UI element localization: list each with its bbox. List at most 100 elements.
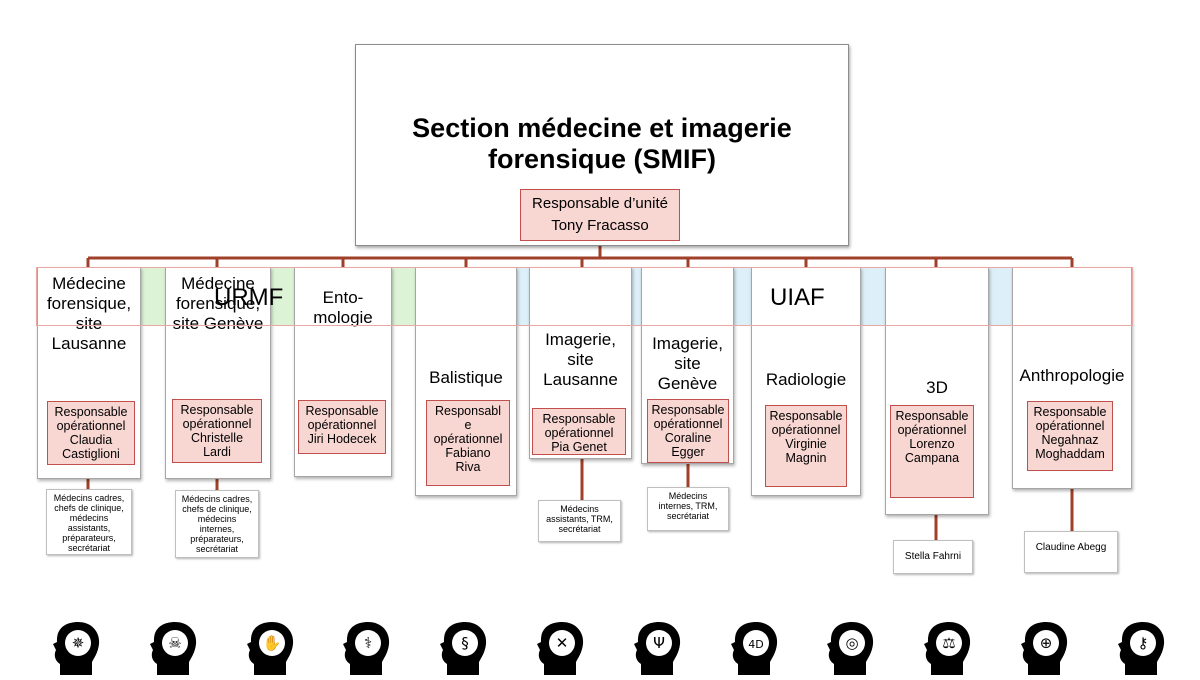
responsable-line: Negahnaz bbox=[1041, 433, 1099, 447]
responsable-line: Virginie bbox=[785, 437, 827, 451]
staff-line: secrétariat bbox=[67, 543, 111, 553]
responsable-line: Fabiano bbox=[445, 446, 491, 460]
unit-name-line: forensique, bbox=[46, 294, 132, 313]
svg-text:⚷: ⚷ bbox=[1137, 634, 1148, 652]
unit-name-line: Imagerie, bbox=[652, 334, 723, 353]
unit-name: Anthropologie bbox=[1013, 366, 1131, 386]
unit-name-line: 3D bbox=[926, 378, 948, 397]
responsable-line: Pia Genet bbox=[551, 440, 607, 454]
skull-head-icon: ☠ bbox=[149, 620, 199, 675]
staff-line: assistants, TRM, bbox=[546, 514, 613, 524]
responsable-line: Lardi bbox=[203, 445, 231, 459]
responsable-line: Moghaddam bbox=[1035, 447, 1105, 461]
responsable-line: Responsable bbox=[651, 403, 725, 417]
unit-name-line: Radiologie bbox=[765, 370, 847, 389]
responsable-line: Responsable bbox=[895, 409, 969, 423]
root-title-line-1: Section médecine et imagerie bbox=[412, 113, 792, 143]
svg-text:§: § bbox=[461, 634, 469, 652]
responsable-line: Responsable bbox=[180, 403, 254, 417]
svg-text:Ψ: Ψ bbox=[653, 634, 665, 652]
caduceus-head-icon: ⚕ bbox=[342, 620, 392, 675]
unit-name-line: Genève bbox=[657, 374, 718, 393]
staff-line: internes, bbox=[199, 524, 235, 534]
unit-name-line: Lausanne bbox=[543, 370, 618, 389]
helmet-head-icon: ◎ bbox=[826, 620, 876, 675]
staff-line: Médecins bbox=[668, 491, 708, 501]
responsable-line: opérationnel bbox=[544, 426, 614, 440]
responsable-line: Responsable bbox=[769, 409, 843, 423]
responsable-line: Campana bbox=[904, 451, 960, 465]
compass-head-icon: ✵ bbox=[52, 620, 102, 675]
unit-name: Balistique bbox=[416, 368, 516, 388]
unit-name: Radiologie bbox=[752, 370, 860, 390]
staff-line: Médecins cadres, bbox=[181, 494, 253, 504]
responsable-line: opérationnel bbox=[56, 419, 126, 433]
responsable-line: Jiri Hodecek bbox=[307, 432, 377, 446]
unit-name: 3D bbox=[886, 378, 988, 398]
unit-name-line: site bbox=[674, 354, 701, 373]
psi-head-icon: Ψ bbox=[633, 620, 683, 675]
scales-head-icon: ⚖ bbox=[923, 620, 973, 675]
unit-name-line: mologie bbox=[313, 308, 373, 327]
globe-head-icon: ⊕ bbox=[1020, 620, 1070, 675]
responsable-line: opérationnel bbox=[307, 418, 377, 432]
staff-box: Médecins cadres,chefs de clinique,médeci… bbox=[46, 489, 132, 555]
staff-line: assistants, bbox=[67, 523, 111, 533]
responsable-line: opérationnel bbox=[182, 417, 252, 431]
responsable-line: opérationnel bbox=[1035, 419, 1105, 433]
staff-box: Stella Fahrni bbox=[893, 540, 973, 574]
fracture-head-icon: ✕ bbox=[536, 620, 586, 675]
staff-line: préparateurs, bbox=[62, 533, 116, 543]
responsable-line: Egger bbox=[671, 445, 705, 459]
hand-xray-head-icon: ✋ bbox=[246, 620, 296, 675]
responsable-line: e bbox=[464, 418, 472, 432]
svg-text:⚖: ⚖ bbox=[942, 634, 955, 652]
staff-line: préparateurs, bbox=[190, 534, 244, 544]
responsable-line: Coraline bbox=[664, 431, 712, 445]
keyhole-head-icon: ⚷ bbox=[1117, 620, 1167, 675]
unit-name-line: site bbox=[75, 314, 103, 333]
responsable-line: Responsable bbox=[1033, 405, 1107, 419]
root-responsable-name: Tony Fracasso bbox=[551, 217, 649, 234]
staff-line: secrétariat bbox=[666, 511, 710, 521]
svg-text:☠: ☠ bbox=[168, 634, 181, 652]
unit-name-line: Ento- bbox=[322, 288, 364, 307]
svg-text:4D: 4D bbox=[748, 638, 763, 651]
unit-name-line: Balistique bbox=[429, 368, 503, 387]
unit-name-line: Médecine bbox=[181, 274, 255, 293]
unit-name-line: Imagerie, bbox=[545, 330, 616, 349]
group-label-urmf: URMF bbox=[214, 284, 284, 311]
responsable-line: opérationnel bbox=[433, 432, 503, 446]
responsable-line: opérationnel bbox=[771, 423, 841, 437]
unit-name-line: Médecine bbox=[52, 274, 126, 293]
responsable-line: Castiglioni bbox=[62, 447, 120, 461]
responsable-line: Responsable bbox=[54, 405, 128, 419]
staff-line: médecins bbox=[69, 513, 109, 523]
responsable-line: Claudia bbox=[69, 433, 113, 447]
responsable-line: Christelle bbox=[190, 431, 244, 445]
staff-line: Médecins bbox=[560, 504, 599, 514]
svg-text:✕: ✕ bbox=[556, 634, 569, 652]
unit-name-line: forensique, bbox=[175, 294, 261, 313]
4d-head-icon: 4D bbox=[730, 620, 780, 675]
dna-head-icon: § bbox=[439, 620, 489, 675]
responsable-line: Magnin bbox=[785, 451, 827, 465]
staff-line: internes, TRM, bbox=[658, 501, 718, 511]
group-label-uiaf: UIAF bbox=[770, 284, 825, 311]
staff-line: Stella Fahrni bbox=[904, 551, 962, 562]
staff-line: chefs de clinique, bbox=[182, 504, 252, 514]
root-responsable-label: Responsable d’unité bbox=[532, 195, 668, 212]
